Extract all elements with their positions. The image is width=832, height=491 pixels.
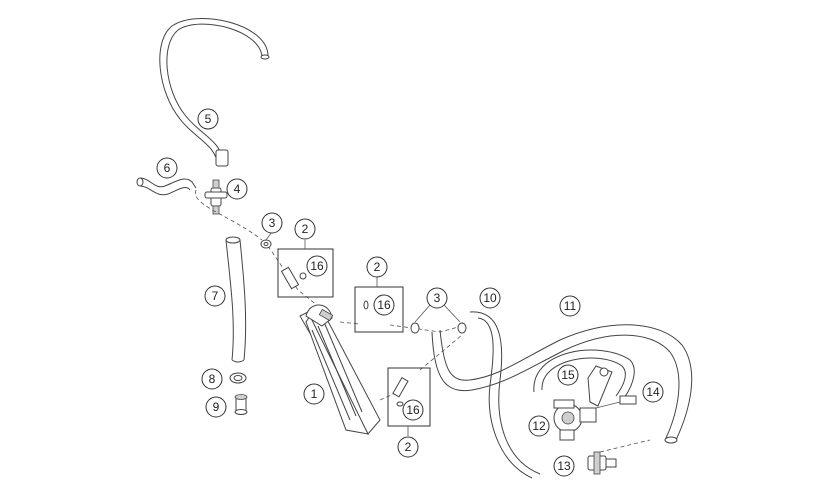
main-unit-part-1 xyxy=(299,304,381,435)
svg-text:2: 2 xyxy=(374,260,381,274)
hose-part-7 xyxy=(225,236,247,363)
svg-text:8: 8 xyxy=(209,372,216,386)
svg-text:2: 2 xyxy=(405,440,412,454)
detail-box-bottom xyxy=(387,367,431,427)
fitting-part-9 xyxy=(234,394,248,415)
svg-text:5: 5 xyxy=(205,112,212,126)
hose-part-5 xyxy=(159,18,270,167)
callout-12: 12 xyxy=(528,415,550,437)
svg-text:12: 12 xyxy=(532,419,546,433)
svg-text:2: 2 xyxy=(302,222,309,236)
callout-11: 11 xyxy=(559,295,581,317)
callout-4: 4 xyxy=(226,178,248,200)
callout-13: 13 xyxy=(553,455,575,477)
tee-part-13 xyxy=(587,451,617,475)
callout-3: 3 xyxy=(261,212,283,234)
callout-1: 1 xyxy=(303,383,325,405)
callout-2: 2 xyxy=(366,256,388,278)
svg-text:10: 10 xyxy=(483,291,497,305)
callout-6: 6 xyxy=(156,157,178,179)
svg-text:11: 11 xyxy=(564,299,577,313)
svg-text:4: 4 xyxy=(234,182,241,196)
callout-15: 15 xyxy=(557,364,579,386)
callout-7: 7 xyxy=(204,285,226,307)
callout-10: 10 xyxy=(479,287,501,309)
detail-box-top xyxy=(277,248,334,298)
callout-2: 2 xyxy=(397,436,419,458)
callout-16: 16 xyxy=(373,294,395,316)
detail-box-middle xyxy=(354,286,404,333)
callout-16: 16 xyxy=(402,399,424,421)
callout-16: 16 xyxy=(306,255,328,277)
hose-part-10 xyxy=(431,324,693,444)
svg-text:6: 6 xyxy=(164,161,171,175)
svg-text:14: 14 xyxy=(646,385,660,399)
svg-text:3: 3 xyxy=(434,291,441,305)
svg-text:16: 16 xyxy=(406,403,420,417)
callout-8: 8 xyxy=(201,368,223,390)
svg-text:15: 15 xyxy=(561,368,575,382)
t-connector-part-4 xyxy=(204,179,228,215)
hose-part-15-loop xyxy=(533,349,635,401)
connector-part-14 xyxy=(595,395,637,409)
svg-text:1: 1 xyxy=(311,387,318,401)
callout-14: 14 xyxy=(642,381,664,403)
clamp-part-8 xyxy=(229,372,247,384)
svg-text:16: 16 xyxy=(377,298,391,312)
callout-9: 9 xyxy=(205,396,227,418)
callout-3: 3 xyxy=(426,287,448,309)
clip-part-3-left xyxy=(260,239,272,249)
hose-part-11 xyxy=(469,311,541,479)
callout-5: 5 xyxy=(197,108,219,130)
clip-part-3-right xyxy=(410,322,467,334)
hose-part-6 xyxy=(136,177,197,196)
svg-text:3: 3 xyxy=(269,216,276,230)
svg-text:7: 7 xyxy=(212,289,219,303)
svg-text:13: 13 xyxy=(557,459,571,473)
callout-2: 2 xyxy=(294,218,316,240)
svg-text:9: 9 xyxy=(213,400,220,414)
svg-text:16: 16 xyxy=(310,259,324,273)
bracket-part-15 xyxy=(587,365,613,407)
valve-part-12 xyxy=(553,399,597,441)
